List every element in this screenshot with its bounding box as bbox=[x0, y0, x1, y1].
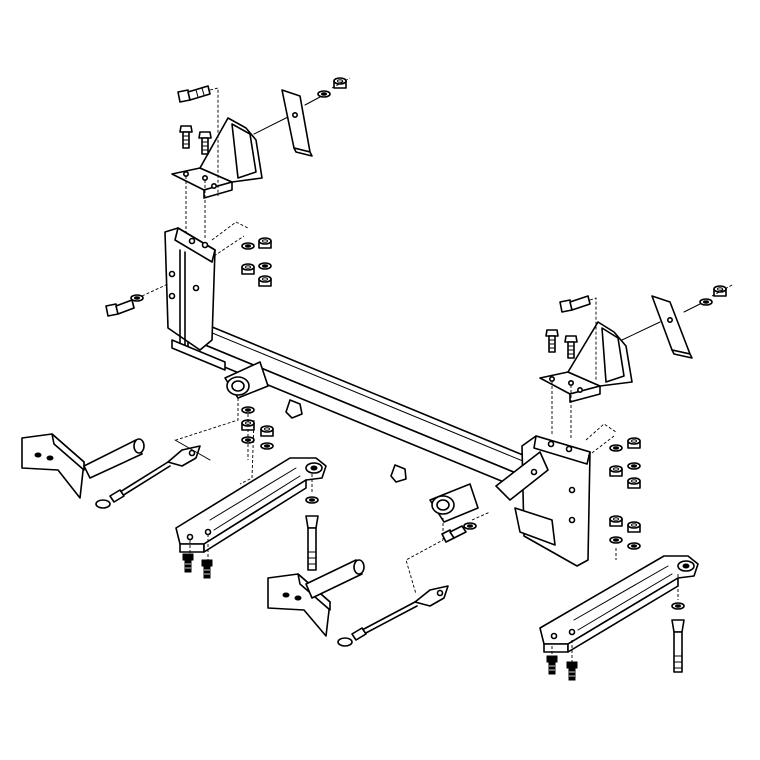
long-bolt-right bbox=[671, 574, 685, 673]
hardware bbox=[105, 77, 735, 681]
main-crossbar bbox=[187, 321, 541, 523]
left-tow-tab bbox=[21, 433, 145, 499]
bolt-side-left bbox=[105, 283, 169, 317]
right-tow-tab bbox=[267, 559, 365, 637]
bolt-upper-right bbox=[559, 295, 597, 380]
left-safety-cable bbox=[95, 439, 211, 509]
right-safety-cable bbox=[337, 585, 449, 647]
bolt-receiver-right bbox=[441, 511, 491, 543]
left-side-bracket bbox=[164, 227, 226, 371]
right-upper-mount-bracket bbox=[539, 321, 661, 440]
left-backing-plate bbox=[281, 89, 321, 157]
bolt-upper-left bbox=[177, 85, 219, 196]
right-side-bracket bbox=[495, 435, 591, 567]
right-lower-arm bbox=[539, 555, 699, 653]
long-bolt-left bbox=[305, 474, 319, 571]
left-lower-arm bbox=[175, 457, 327, 553]
left-upper-mount-bracket bbox=[171, 115, 291, 238]
right-backing-plate bbox=[651, 295, 701, 359]
